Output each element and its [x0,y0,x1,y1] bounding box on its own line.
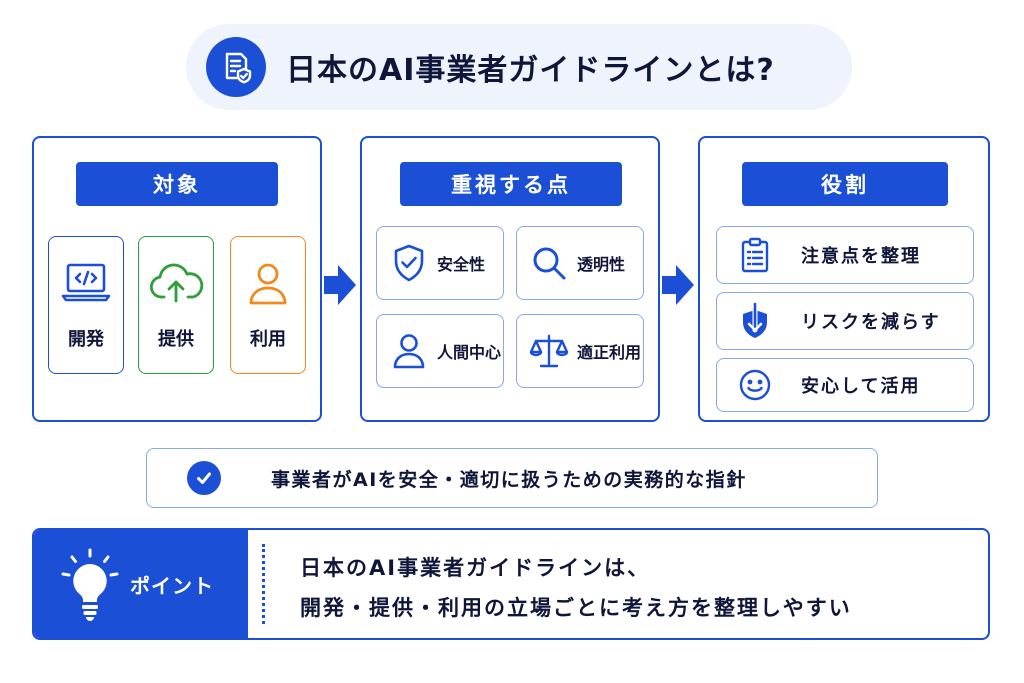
arrow-right-icon [324,265,356,305]
target-card-provide: 提供 [138,236,214,374]
point-line-1: 日本のAI事業者ガイドラインは、 [300,556,651,580]
role-card-reduce-risk: リスクを減らす [716,292,974,350]
user-icon [231,261,305,307]
panel-important: 重視する点 安全性 透明性 人間中心 [360,136,660,422]
title-pill: 日本のAI事業者ガイドラインとは? [186,24,852,110]
important-label-safety: 安全性 [437,255,486,274]
role-label-organize: 注意点を整理 [801,246,921,267]
check-circle-icon [187,461,221,495]
arrow-right-icon [662,265,694,305]
panel-target-header: 対象 [76,162,278,206]
important-card-proper-use: 適正利用 [516,314,644,388]
page-title: 日本のAI事業者ガイドラインとは? [286,53,775,88]
document-shield-icon [206,37,266,97]
target-label-use: 利用 [250,329,286,350]
person-icon [389,331,429,371]
scales-icon [529,331,569,371]
role-label-use-safely: 安心して活用 [801,376,921,397]
important-label-transparency: 透明性 [577,255,626,274]
point-label: ポイント [130,573,214,598]
target-card-develop: 開発 [48,236,124,374]
shield-check-icon [389,243,429,283]
point-label-block: ポイント [34,530,248,638]
summary-bar: 事業者がAIを安全・適切に扱うための実務的な指針 [146,448,878,508]
role-card-organize: 注意点を整理 [716,226,974,284]
target-label-provide: 提供 [158,329,194,350]
panel-target: 対象 開発 提供 [32,136,322,422]
panel-role: 役割 注意点を整理 リスクを減らす [698,136,990,422]
important-label-proper-use: 適正利用 [577,343,642,362]
shield-down-arrow-icon [735,301,775,341]
important-card-human-centric: 人間中心 [376,314,504,388]
point-line-2: 開発・提供・利用の立場ごとに考え方を整理しやすい [300,596,852,620]
role-card-use-safely: 安心して活用 [716,358,974,412]
cloud-upload-icon [139,261,213,305]
summary-text: 事業者がAIを安全・適切に扱うための実務的な指針 [271,468,747,491]
lightbulb-icon [61,548,119,621]
clipboard-list-icon [735,235,775,275]
point-divider [262,544,265,624]
laptop-code-icon [49,261,123,303]
point-box: ポイント 日本のAI事業者ガイドラインは、 開発・提供・利用の立場ごとに考え方を… [32,528,990,640]
magnifier-icon [529,243,569,283]
important-card-transparency: 透明性 [516,226,644,300]
panel-important-header: 重視する点 [400,162,622,206]
important-card-safety: 安全性 [376,226,504,300]
smile-icon [735,365,775,405]
point-text: 日本のAI事業者ガイドラインは、 開発・提供・利用の立場ごとに考え方を整理しやす… [300,548,968,628]
role-label-reduce-risk: リスクを減らす [801,312,941,333]
important-label-human-centric: 人間中心 [437,343,502,362]
panel-role-header: 役割 [742,162,948,206]
target-label-develop: 開発 [68,329,104,350]
target-card-use: 利用 [230,236,306,374]
